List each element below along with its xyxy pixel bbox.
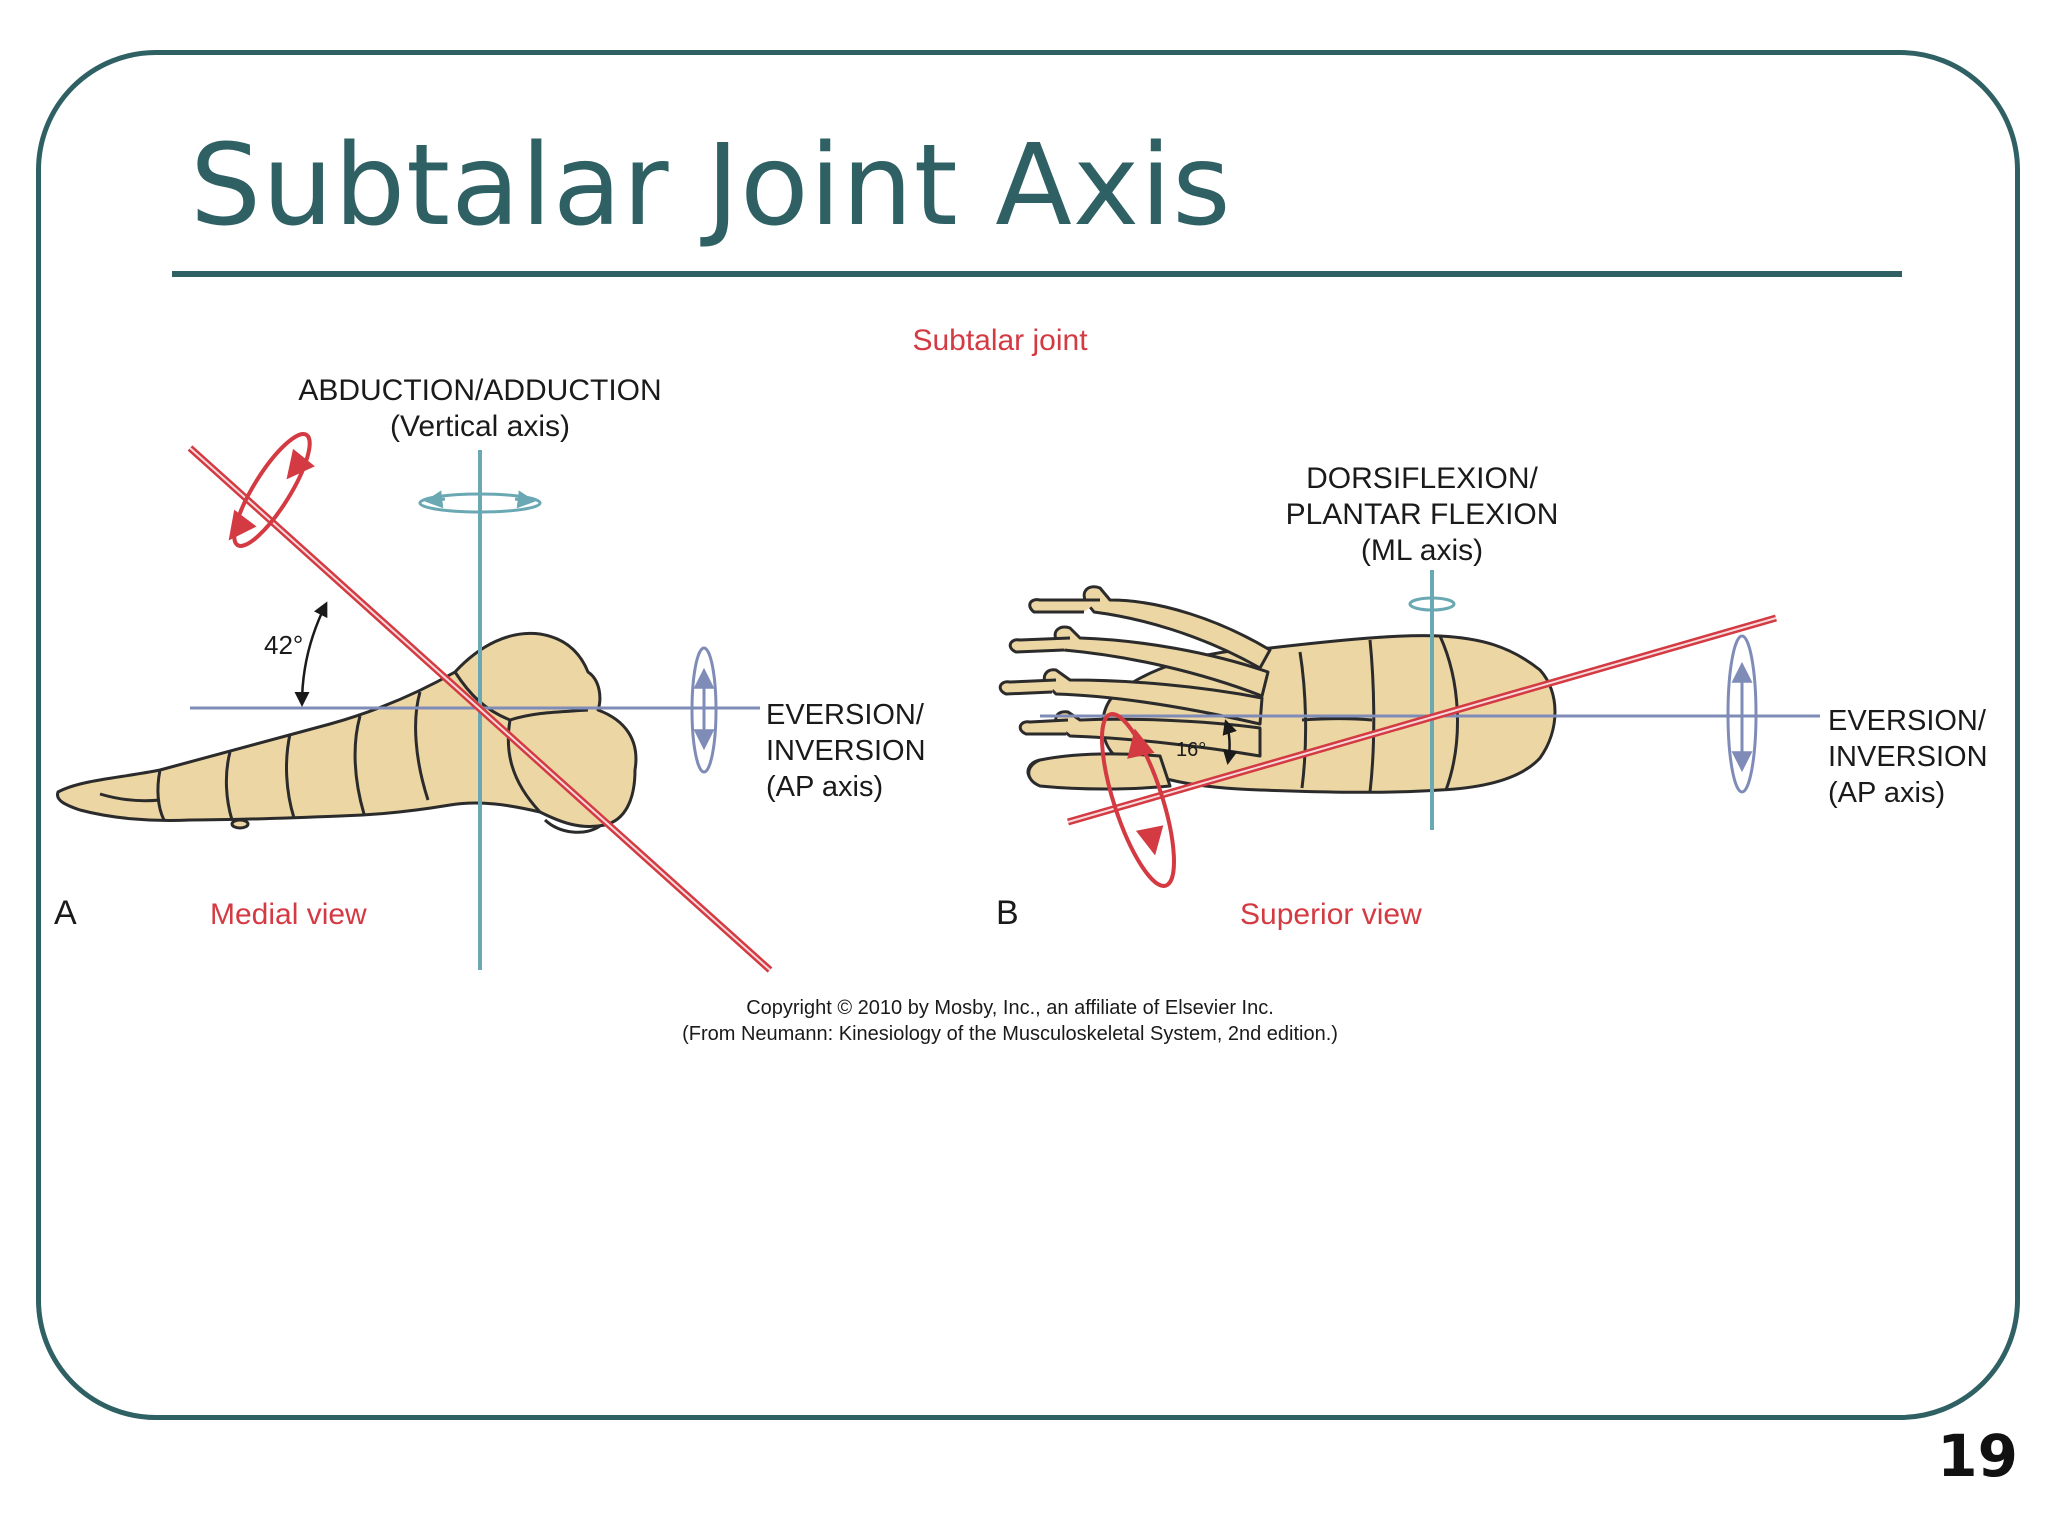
ap-axis-b-label-line3: (AP axis) <box>1828 777 1945 809</box>
page-number: 19 <box>1937 1422 2018 1490</box>
subtalar-axis-figure: Subtalar joint ABDUCTION/ADDUCTION (Vert… <box>40 300 2020 1080</box>
ml-axis-label-line2: PLANTAR FLEXION <box>1286 498 1559 531</box>
foot-medial-view <box>55 631 638 834</box>
ap-axis-b-label-line2: INVERSION <box>1828 741 1988 773</box>
subtalar-rotation-ring-a <box>232 432 312 548</box>
panel-b-view-label: Superior view <box>1240 898 1422 931</box>
ap-axis-a-label-line1: EVERSION/ <box>766 699 925 731</box>
vertical-axis-label-line1: ABDUCTION/ADDUCTION <box>298 374 661 407</box>
ap-axis-b-label-line1: EVERSION/ <box>1828 705 1987 737</box>
subtalar-rotation-arrow-upper <box>286 448 315 480</box>
ml-axis-label-line1: DORSIFLEXION/ <box>1306 462 1538 495</box>
angle-16-label: 16° <box>1176 739 1206 761</box>
subtalar-rotation-arrow-lower <box>228 509 257 541</box>
vertical-rotation-ring <box>418 492 542 514</box>
vertical-rotation-arrow-left <box>424 490 446 509</box>
copyright-line2: (From Neumann: Kinesiology of the Muscul… <box>682 1023 1338 1045</box>
figure-svg: Subtalar joint ABDUCTION/ADDUCTION (Vert… <box>54 324 1988 1045</box>
angle-arc-16 <box>1222 719 1238 765</box>
foot-superior-view <box>998 585 1557 794</box>
vertical-rotation-arrow-right <box>514 490 536 509</box>
vertical-axis-label-line2: (Vertical axis) <box>390 410 570 443</box>
subtalar-axis-a <box>187 445 773 973</box>
panel-a: ABDUCTION/ADDUCTION (Vertical axis) <box>54 374 926 973</box>
figure-heading: Subtalar joint <box>912 324 1088 357</box>
slide-title: Subtalar Joint Axis <box>190 121 1232 251</box>
angle-42-label: 42° <box>264 630 303 660</box>
subtalar-rotation-arrow-upper-b <box>1127 728 1155 759</box>
panel-a-view-label: Medial view <box>210 898 367 931</box>
subtalar-rotation-arrow-lower-b <box>1135 825 1164 856</box>
subtalar-axis-b <box>1067 614 1777 826</box>
ap-axis-a-label-line2: INVERSION <box>766 735 926 767</box>
ml-rotation-ring <box>1408 596 1456 612</box>
ap-rotation-ring-b <box>1726 634 1758 794</box>
ap-axis-a-label-line3: (AP axis) <box>766 771 883 803</box>
subtalar-rotation-ring-b <box>1100 712 1176 888</box>
panel-b: DORSIFLEXION/ PLANTAR FLEXION (ML axis) <box>996 462 1988 932</box>
panel-b-letter: B <box>996 894 1019 932</box>
copyright-line1: Copyright © 2010 by Mosby, Inc., an affi… <box>746 997 1274 1019</box>
title-underline <box>172 271 1902 277</box>
angle-arc-42 <box>294 601 328 707</box>
ap-rotation-ring-a <box>690 646 718 774</box>
ml-axis-label-line3: (ML axis) <box>1361 534 1483 567</box>
panel-a-letter: A <box>54 894 77 932</box>
